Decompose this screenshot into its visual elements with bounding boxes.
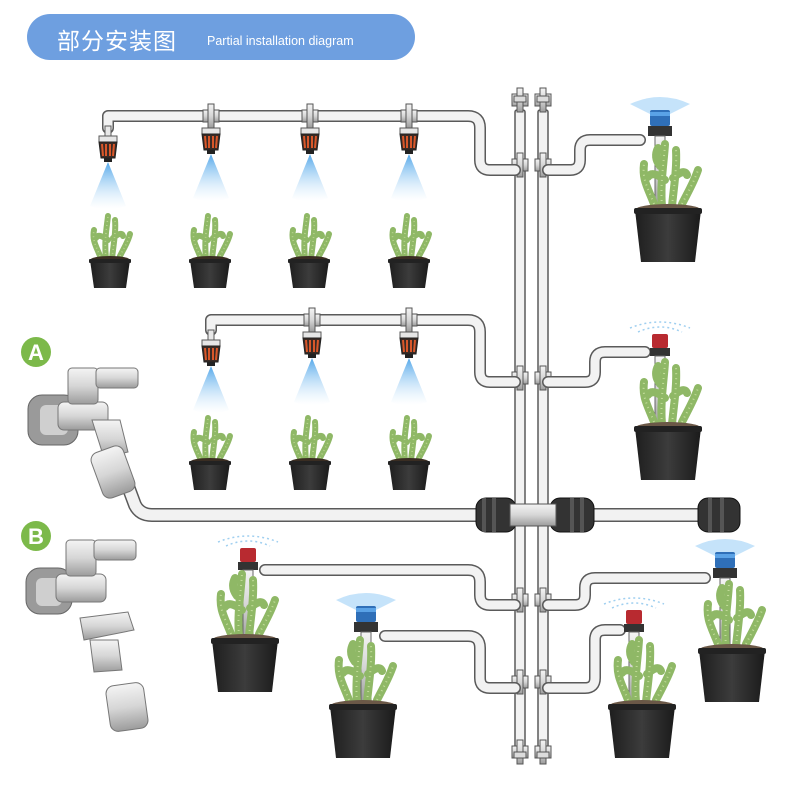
title-english: Partial installation diagram — [207, 34, 354, 48]
mist-nozzle-icon — [192, 321, 428, 414]
potted-plant-icon — [634, 362, 702, 480]
main-supply-lines — [514, 109, 549, 751]
faucet-icon — [27, 367, 139, 499]
svg-text:B: B — [28, 524, 44, 549]
faucet-icon — [25, 539, 149, 732]
svg-text:A: A — [28, 340, 44, 365]
hose-connector-icon — [475, 497, 741, 533]
potted-plant-icon — [189, 418, 430, 490]
potted-plant-icon — [634, 144, 702, 262]
potted-plant-icon — [89, 216, 430, 288]
badge-b: B — [21, 521, 51, 551]
title-chinese: 部分安装图 — [57, 29, 177, 55]
title-banner: 部分安装图 Partial installation diagram — [27, 14, 415, 60]
mist-nozzle-icon — [89, 117, 428, 210]
end-plug-icon — [513, 95, 550, 759]
badge-a: A — [21, 337, 51, 367]
